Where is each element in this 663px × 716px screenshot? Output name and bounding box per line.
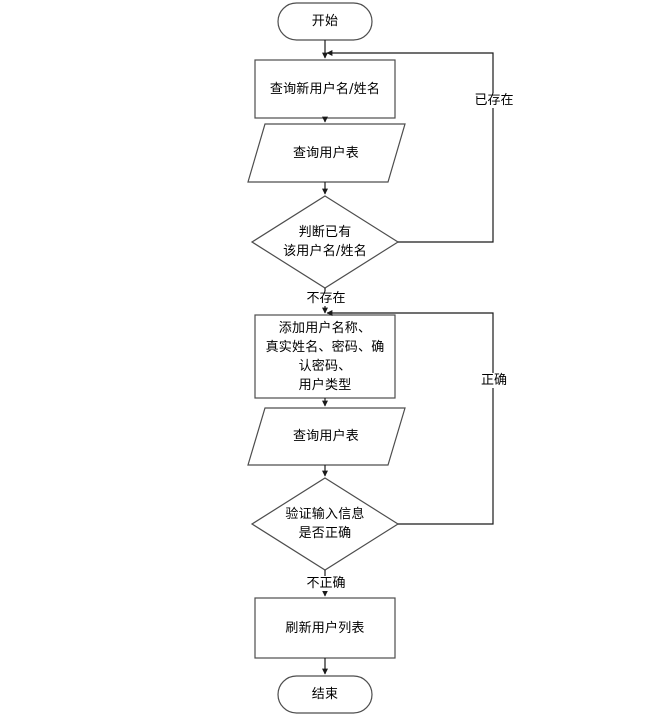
- node-query-table1-shape: [247, 123, 406, 183]
- node-query-table2-shape: [247, 407, 406, 466]
- node-decide-valid-shape: [250, 477, 400, 571]
- edge-decide-exist-loopback: [326, 50, 494, 243]
- edge-decide-valid-loopback: [326, 310, 494, 525]
- node-add-user-shape: [254, 314, 396, 399]
- node-end-shape: [277, 675, 373, 714]
- node-decide-exist-shape: [250, 195, 400, 289]
- node-query-name-shape: [254, 59, 396, 119]
- node-refresh-list-shape: [254, 597, 396, 659]
- node-start-shape: [277, 2, 373, 41]
